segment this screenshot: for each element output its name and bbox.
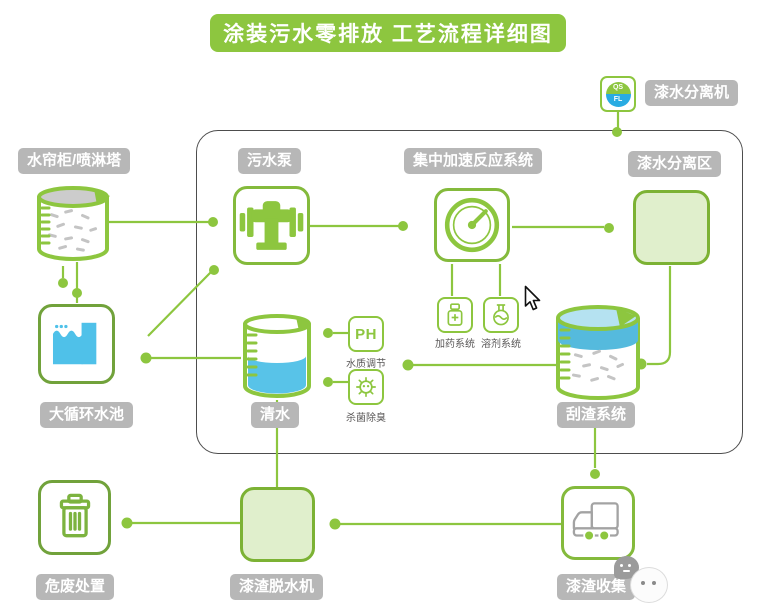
label-sewage-pump: 污水泵 [238,148,302,174]
caption-sterilize: 杀菌除臭 [346,413,386,424]
page-title: 涂装污水零排放 工艺流程详细图 [210,14,566,52]
scraper-tank-icon [552,304,644,402]
label-reaction-system: 集中加速反应系统 [404,148,543,174]
caption-dosing: 加药系统 [435,339,475,350]
node-solvent-system [483,297,519,333]
label-paint-water-separator: 漆水分离机 [645,80,739,106]
node-sterilize [348,369,384,405]
paint-water-separator-unit: QS FL [600,76,636,112]
node-reaction-system [434,188,510,262]
caption-water-quality: 水质调节 [346,359,386,370]
water-pool-icon [52,322,97,365]
node-circulation-pool [38,304,115,384]
node-dosing-system [437,297,473,333]
chat-bubble-small-icon [614,556,639,579]
label-circulation-pool: 大循环水池 [40,402,134,428]
label-water-curtain: 水帘柜/喷淋塔 [18,148,131,174]
node-residue-collection [561,486,635,560]
germ-icon [356,377,376,397]
medicine-bottle-icon [447,303,463,326]
node-dewatering-machine [240,487,315,562]
water-curtain-tank-icon [34,184,112,264]
trash-icon [59,493,90,537]
gauge-icon [444,197,500,253]
node-separation-zone [633,190,710,265]
node-sewage-pump [233,186,310,265]
label-clean-water: 清水 [251,402,300,428]
separator-logo-icon: QS FL [605,81,631,107]
label-dewatering-machine: 漆渣脱水机 [230,574,324,600]
caption-solvent: 溶剂系统 [481,339,521,350]
emoji-watermark [608,556,668,604]
ph-label: PH [355,325,377,343]
label-hazard-disposal: 危废处置 [36,574,115,600]
node-ph-adjust: PH [348,316,384,352]
node-hazard-disposal [38,480,111,555]
label-scraper-system: 刮渣系统 [557,402,636,428]
pump-icon [239,201,304,250]
flask-icon [493,304,509,326]
mouse-cursor-icon [524,285,541,313]
truck-icon [572,502,619,542]
chat-bubble-big-icon [630,567,668,603]
clean-water-beaker-icon [241,314,313,402]
label-separation-zone: 漆水分离区 [628,151,722,177]
